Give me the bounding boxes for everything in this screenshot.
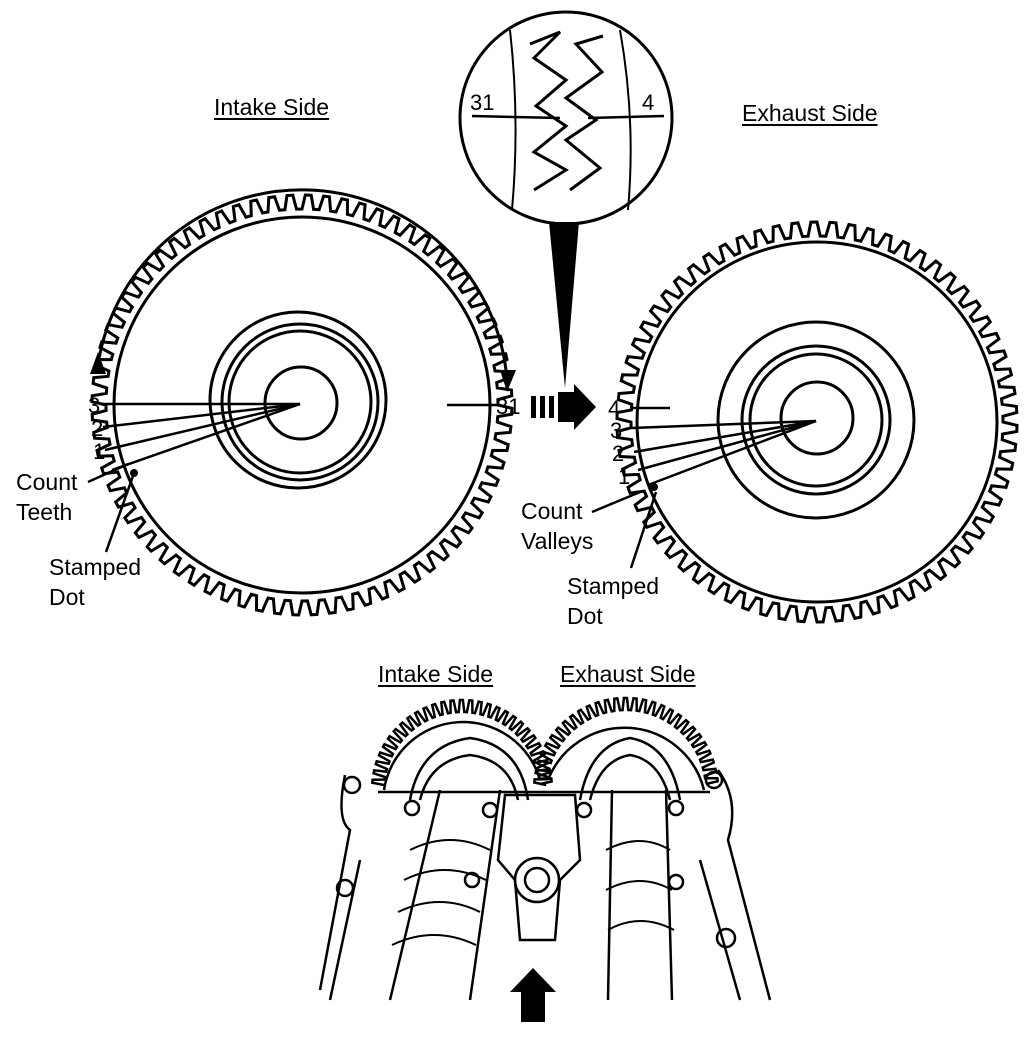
intake-arc-arrow-down [500,370,516,392]
exhaust-gear [591,220,1019,624]
intake-dot-leader [104,475,135,553]
intake-tooth-3: 3 [88,393,101,418]
zoom-gear-teeth-right [563,34,605,192]
intake-gear [87,188,514,617]
intake-mark-31: 31 [496,394,521,419]
head-left-outline [318,774,352,991]
intake-arc-arrow-up [90,352,106,374]
exhaust-cam-hub-ring [588,753,672,801]
bolt [575,801,593,819]
bottom-exhaust-sprocket-teeth [532,696,719,787]
intake-side-heading: Intake Side [214,94,330,120]
exhaust-valley-1: 1 [618,464,631,489]
intake-line-2 [102,402,301,429]
count-valleys-label: Count Valleys [521,496,593,556]
count-teeth-line-2: Teeth [16,499,73,525]
count-teeth-leader [87,462,129,484]
transfer-arrow-dash-3 [549,396,554,418]
intake-count-arc [95,188,509,381]
intake-side-heading-bottom: Intake Side [378,661,494,687]
zoom-number-31: 31 [470,90,495,115]
bolt [667,799,685,817]
center-bracket-hole [513,856,561,904]
zoom-line-4 [587,114,665,120]
exhaust-gear-rim [635,240,999,604]
zoom-right-edge [619,29,632,211]
exhaust-hub-ring [740,344,892,496]
intake-line-dot [111,402,301,472]
exhaust-line-1 [637,419,817,472]
exhaust-side-heading-bottom: Exhaust Side [560,661,696,687]
exhaust-stamped-dot [650,483,658,491]
zoom-inset [458,10,674,226]
bolt [335,878,355,898]
exhaust-side-heading: Exhaust Side [742,100,878,126]
exhaust-hub-outer [716,320,916,520]
exhaust-gear-teeth [615,220,1019,624]
exhaust-stamped-dot-line-1: Stamped [567,573,660,599]
intake-tooth-1: 1 [93,439,106,464]
transfer-arrow-dash-1 [531,396,536,418]
exhaust-valley-3: 3 [610,418,623,443]
intake-stamped-dot [130,469,138,477]
bolt [342,775,362,795]
exhaust-cam-hub [578,736,682,801]
bottom-exhaust-sprocket [546,726,706,791]
intake-line-1 [104,402,301,452]
exhaust-cam-lobes [605,840,675,931]
bolt [481,801,499,819]
bottom-intake-sprocket-teeth [370,698,553,787]
exhaust-line-3 [631,419,817,430]
exhaust-camshaft [606,789,674,1001]
intake-hub-outer [208,310,388,490]
intake-hub-ring-2 [227,329,373,475]
intake-tooth-2: 2 [91,416,104,441]
exhaust-valley-4: 4 [608,396,621,421]
count-valleys-line-1: Count [521,498,583,524]
engine-illustration [318,696,772,1001]
intake-camshaft [388,789,502,1001]
exhaust-line-2 [633,419,817,454]
intake-stamped-dot-line-2: Dot [49,584,85,610]
intake-cam-hub [408,736,530,801]
zoom-pointer [549,222,579,388]
zoom-circle [458,10,674,226]
zoom-gear-teeth-left [529,30,569,192]
exhaust-dot-leader [629,491,658,569]
view-direction-arrow [510,968,556,1022]
center-bracket [496,793,582,942]
zoom-left-edge [509,29,517,211]
count-valleys-leader [591,490,641,514]
count-teeth-label: Count Teeth [16,467,77,527]
transfer-arrow-dash-2 [540,396,545,418]
center-bracket-hole-inner [523,866,551,894]
bolt [715,927,737,949]
exhaust-valley-2: 2 [612,441,625,466]
zoom-number-4: 4 [642,90,655,115]
exhaust-hub-ring-2 [748,352,884,488]
count-teeth-line-1: Count [16,469,78,495]
exhaust-hub-inner [779,380,855,456]
intake-stamped-dot-line-1: Stamped [49,554,142,580]
head-right-outline [716,769,772,1001]
bottom-intake-sprocket [382,720,542,791]
intake-cam-lobes [391,839,491,946]
exhaust-line-dot [647,419,817,487]
exhaust-stamped-dot-label: Stamped Dot [567,571,659,631]
zoom-line-31 [471,114,561,120]
intake-hub-ring [220,322,380,482]
bolt [667,873,685,891]
intake-cam-hub-ring [418,753,520,801]
bolt [463,871,481,889]
bolt [403,799,421,817]
count-valleys-line-2: Valleys [521,528,594,554]
bolt [704,770,724,790]
transfer-arrow-head [558,384,596,430]
exhaust-stamped-dot-line-2: Dot [567,603,603,629]
intake-stamped-dot-label: Stamped Dot [49,552,141,612]
